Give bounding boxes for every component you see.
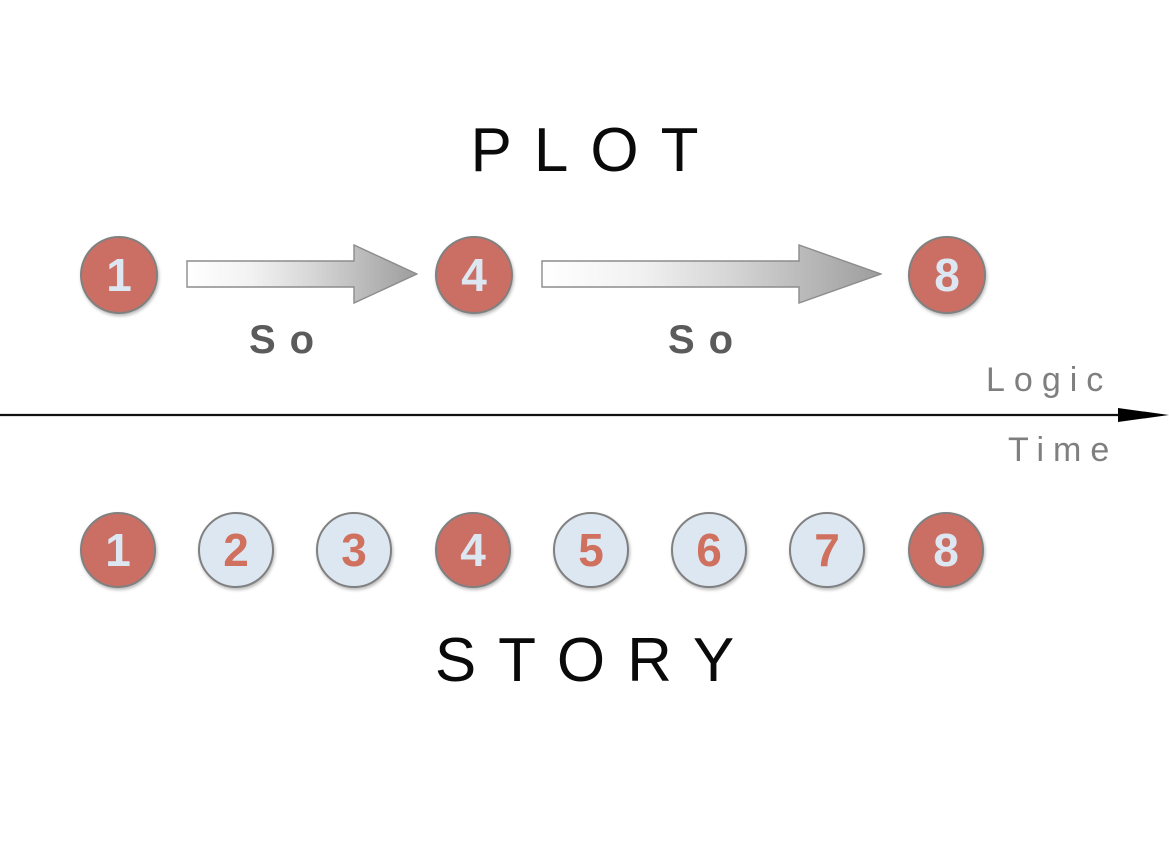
plot-node-8[interactable]: 8: [908, 236, 986, 314]
story-node-1[interactable]: 1: [80, 512, 156, 588]
plot-node-1[interactable]: 1: [80, 236, 158, 314]
story-node-4[interactable]: 4: [435, 512, 511, 588]
story-node-8[interactable]: 8: [908, 512, 984, 588]
block-arrow-right-icon-2: [541, 244, 882, 304]
story-node-2[interactable]: 2: [198, 512, 274, 588]
story-node-7[interactable]: 7: [789, 512, 865, 588]
story-node-6[interactable]: 6: [671, 512, 747, 588]
axis-label-time: Time: [1008, 431, 1119, 469]
connector-label-so-2: So: [668, 318, 748, 362]
timeline-axis-arrow-right-icon: [0, 408, 1169, 422]
axis-label-logic: Logic: [986, 361, 1113, 399]
plot-node-4-label: 4: [461, 249, 487, 301]
plot-title: PLOT: [470, 116, 721, 185]
plot-node-4[interactable]: 4: [435, 236, 513, 314]
story-node-3[interactable]: 3: [316, 512, 392, 588]
block-arrow-right-icon-1: [186, 243, 418, 305]
story-node-5-label: 5: [578, 524, 604, 576]
story-node-4-label: 4: [460, 524, 486, 576]
story-node-5[interactable]: 5: [553, 512, 629, 588]
story-node-6-label: 6: [696, 524, 722, 576]
connector-label-so-1: So: [249, 318, 329, 362]
story-node-3-label: 3: [341, 524, 367, 576]
plot-node-8-label: 8: [934, 249, 960, 301]
story-title: STORY: [434, 626, 757, 695]
story-node-7-label: 7: [814, 524, 840, 576]
story-node-8-label: 8: [933, 524, 959, 576]
story-node-1-label: 1: [105, 524, 131, 576]
story-node-2-label: 2: [223, 524, 249, 576]
plot-node-1-label: 1: [106, 249, 132, 301]
